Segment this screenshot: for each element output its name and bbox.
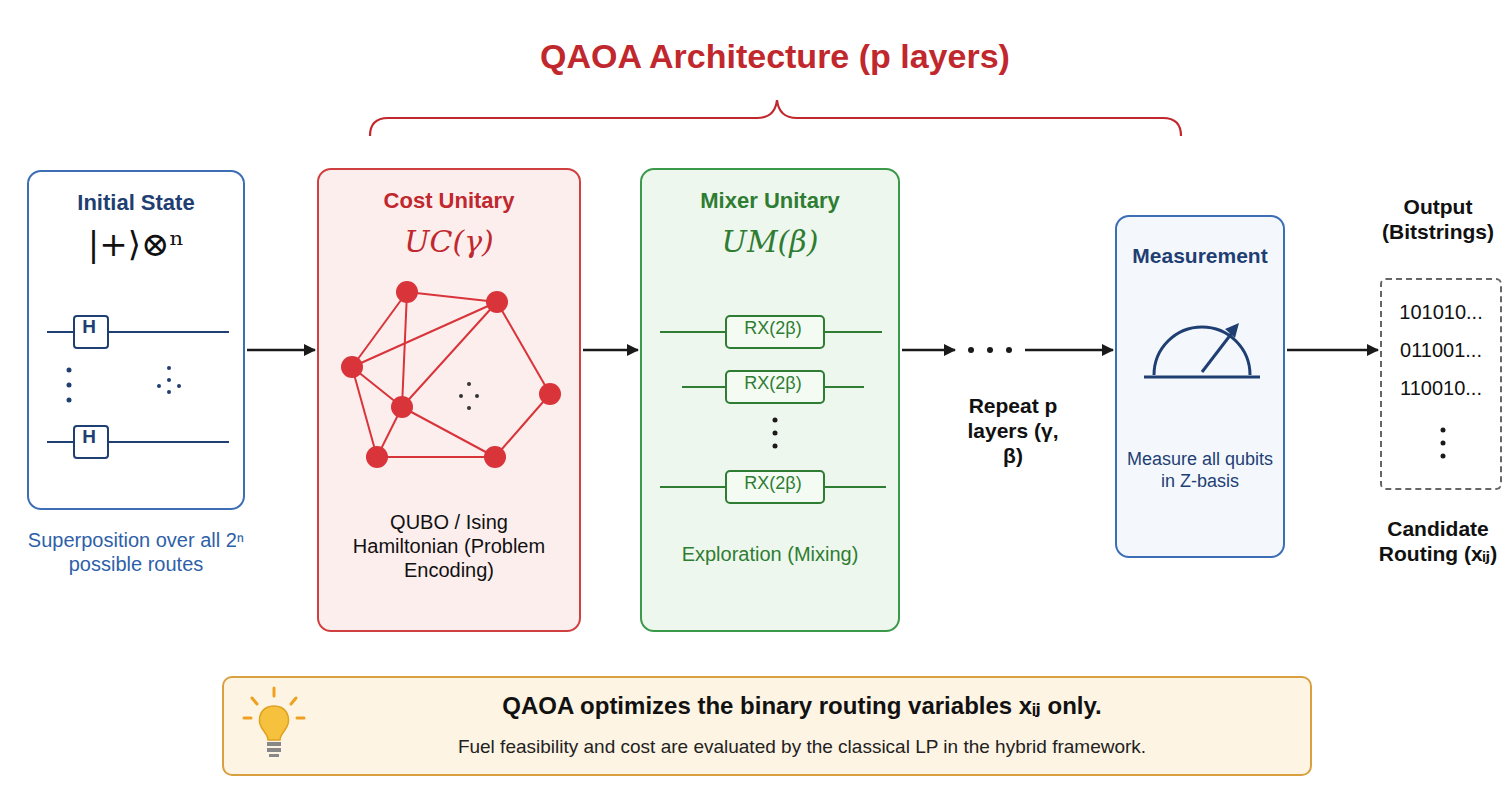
measurement-box: MeasurementMeasure all qubits in Z-basis [1115,215,1285,558]
gate-label: RX(2β) [724,473,822,495]
gate-label: RX(2β) [724,318,822,340]
bitstring: 011001... [1384,338,1498,362]
note-box: QAOA optimizes the binary routing variab… [222,676,1312,776]
flow-arrow [902,347,1113,353]
flow-arrow [1287,350,1378,351]
box-heading: Measurement [1123,243,1277,268]
box-caption: Superposition over all 2ⁿ possible route… [19,528,253,576]
arrow-segment [1287,349,1378,352]
arrow-segment [583,349,638,352]
note-text: Fuel feasibility and cost are evaluated … [312,736,1292,759]
mixer-box: Mixer UnitaryUM(β) Exploration (Mixing) [640,168,900,632]
unitary-symbol: UM(β) [648,224,892,260]
gate-label: H [72,426,106,449]
bitstring: 110010... [1384,376,1498,400]
bitstring: 101010... [1384,300,1498,324]
flow-arrow [247,350,315,351]
box-description: QUBO / Ising Hamiltonian (Problem Encodi… [339,510,559,582]
state-ket: |+⟩⊗ⁿ [35,224,237,265]
box-heading: Mixer Unitary [648,188,892,214]
unitary-symbol: UC(γ) [325,224,573,260]
gate-label: RX(2β) [724,373,822,395]
meter-icon [1117,217,1287,560]
output-box: Output (Bitstrings)101010...011001...110… [1380,278,1502,490]
repeat-note: Repeat p layers (γ, β) [958,393,1068,469]
continuation-dot [968,347,974,353]
arrow-segment [902,349,955,352]
box-description: Exploration (Mixing) [670,542,870,566]
gate-label: H [72,316,106,339]
diagram-title: QAOA Architecture (p layers) [300,36,1250,77]
arrow-segment [247,349,315,352]
box-heading: Cost Unitary [325,188,573,214]
arrow-segment [1025,349,1113,352]
continuation-dot [987,347,993,353]
box-heading: Initial State [35,190,237,216]
flow-arrow [583,350,638,351]
state-box: Initial State|+⟩⊗ⁿSuperposition over all… [27,170,245,510]
continuation-dot [1006,347,1012,353]
box-caption: Candidate Routing (xᵢⱼ) [1374,516,1502,566]
bracket-line [370,100,1181,136]
box-description: Measure all qubits in Z-basis [1125,449,1275,492]
hadamard-wires [29,172,247,512]
cost-box: Cost UnitaryUC(γ) QUBO / Ising Hamiltonia… [317,168,581,632]
box-heading: Output (Bitstrings) [1374,194,1502,244]
note-heading: QAOA optimizes the binary routing variab… [312,692,1292,721]
